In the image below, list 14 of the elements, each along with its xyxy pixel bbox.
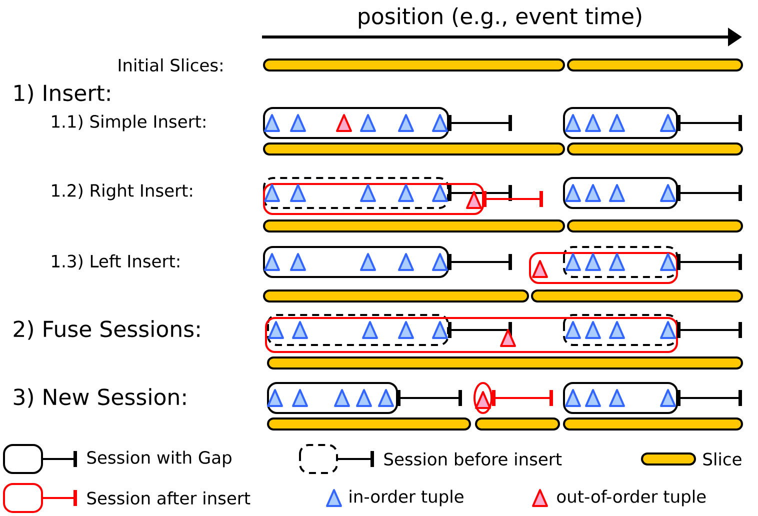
axis-label: position (e.g., event time) bbox=[358, 7, 642, 29]
legend-label: Session after insert bbox=[87, 491, 250, 505]
legend-label: Session with Gap bbox=[87, 450, 232, 468]
row-label: 1.1) Simple Insert: bbox=[52, 114, 206, 132]
legend-label: Slice bbox=[703, 452, 742, 466]
row-label: 1.2) Right Insert: bbox=[52, 184, 192, 200]
legend-label: Session before insert bbox=[384, 452, 562, 466]
row-label: 1.3) Left Insert: bbox=[52, 254, 180, 270]
legend-label: in-order tuple bbox=[350, 490, 464, 506]
legend-label: out-of-order tuple bbox=[557, 490, 706, 506]
row-label: Initial Slices: bbox=[118, 58, 222, 72]
section-heading: 1) Insert: bbox=[14, 84, 110, 104]
section-heading: 2) Fuse Sessions: bbox=[14, 320, 200, 340]
section-heading: 3) New Session: bbox=[14, 388, 186, 408]
